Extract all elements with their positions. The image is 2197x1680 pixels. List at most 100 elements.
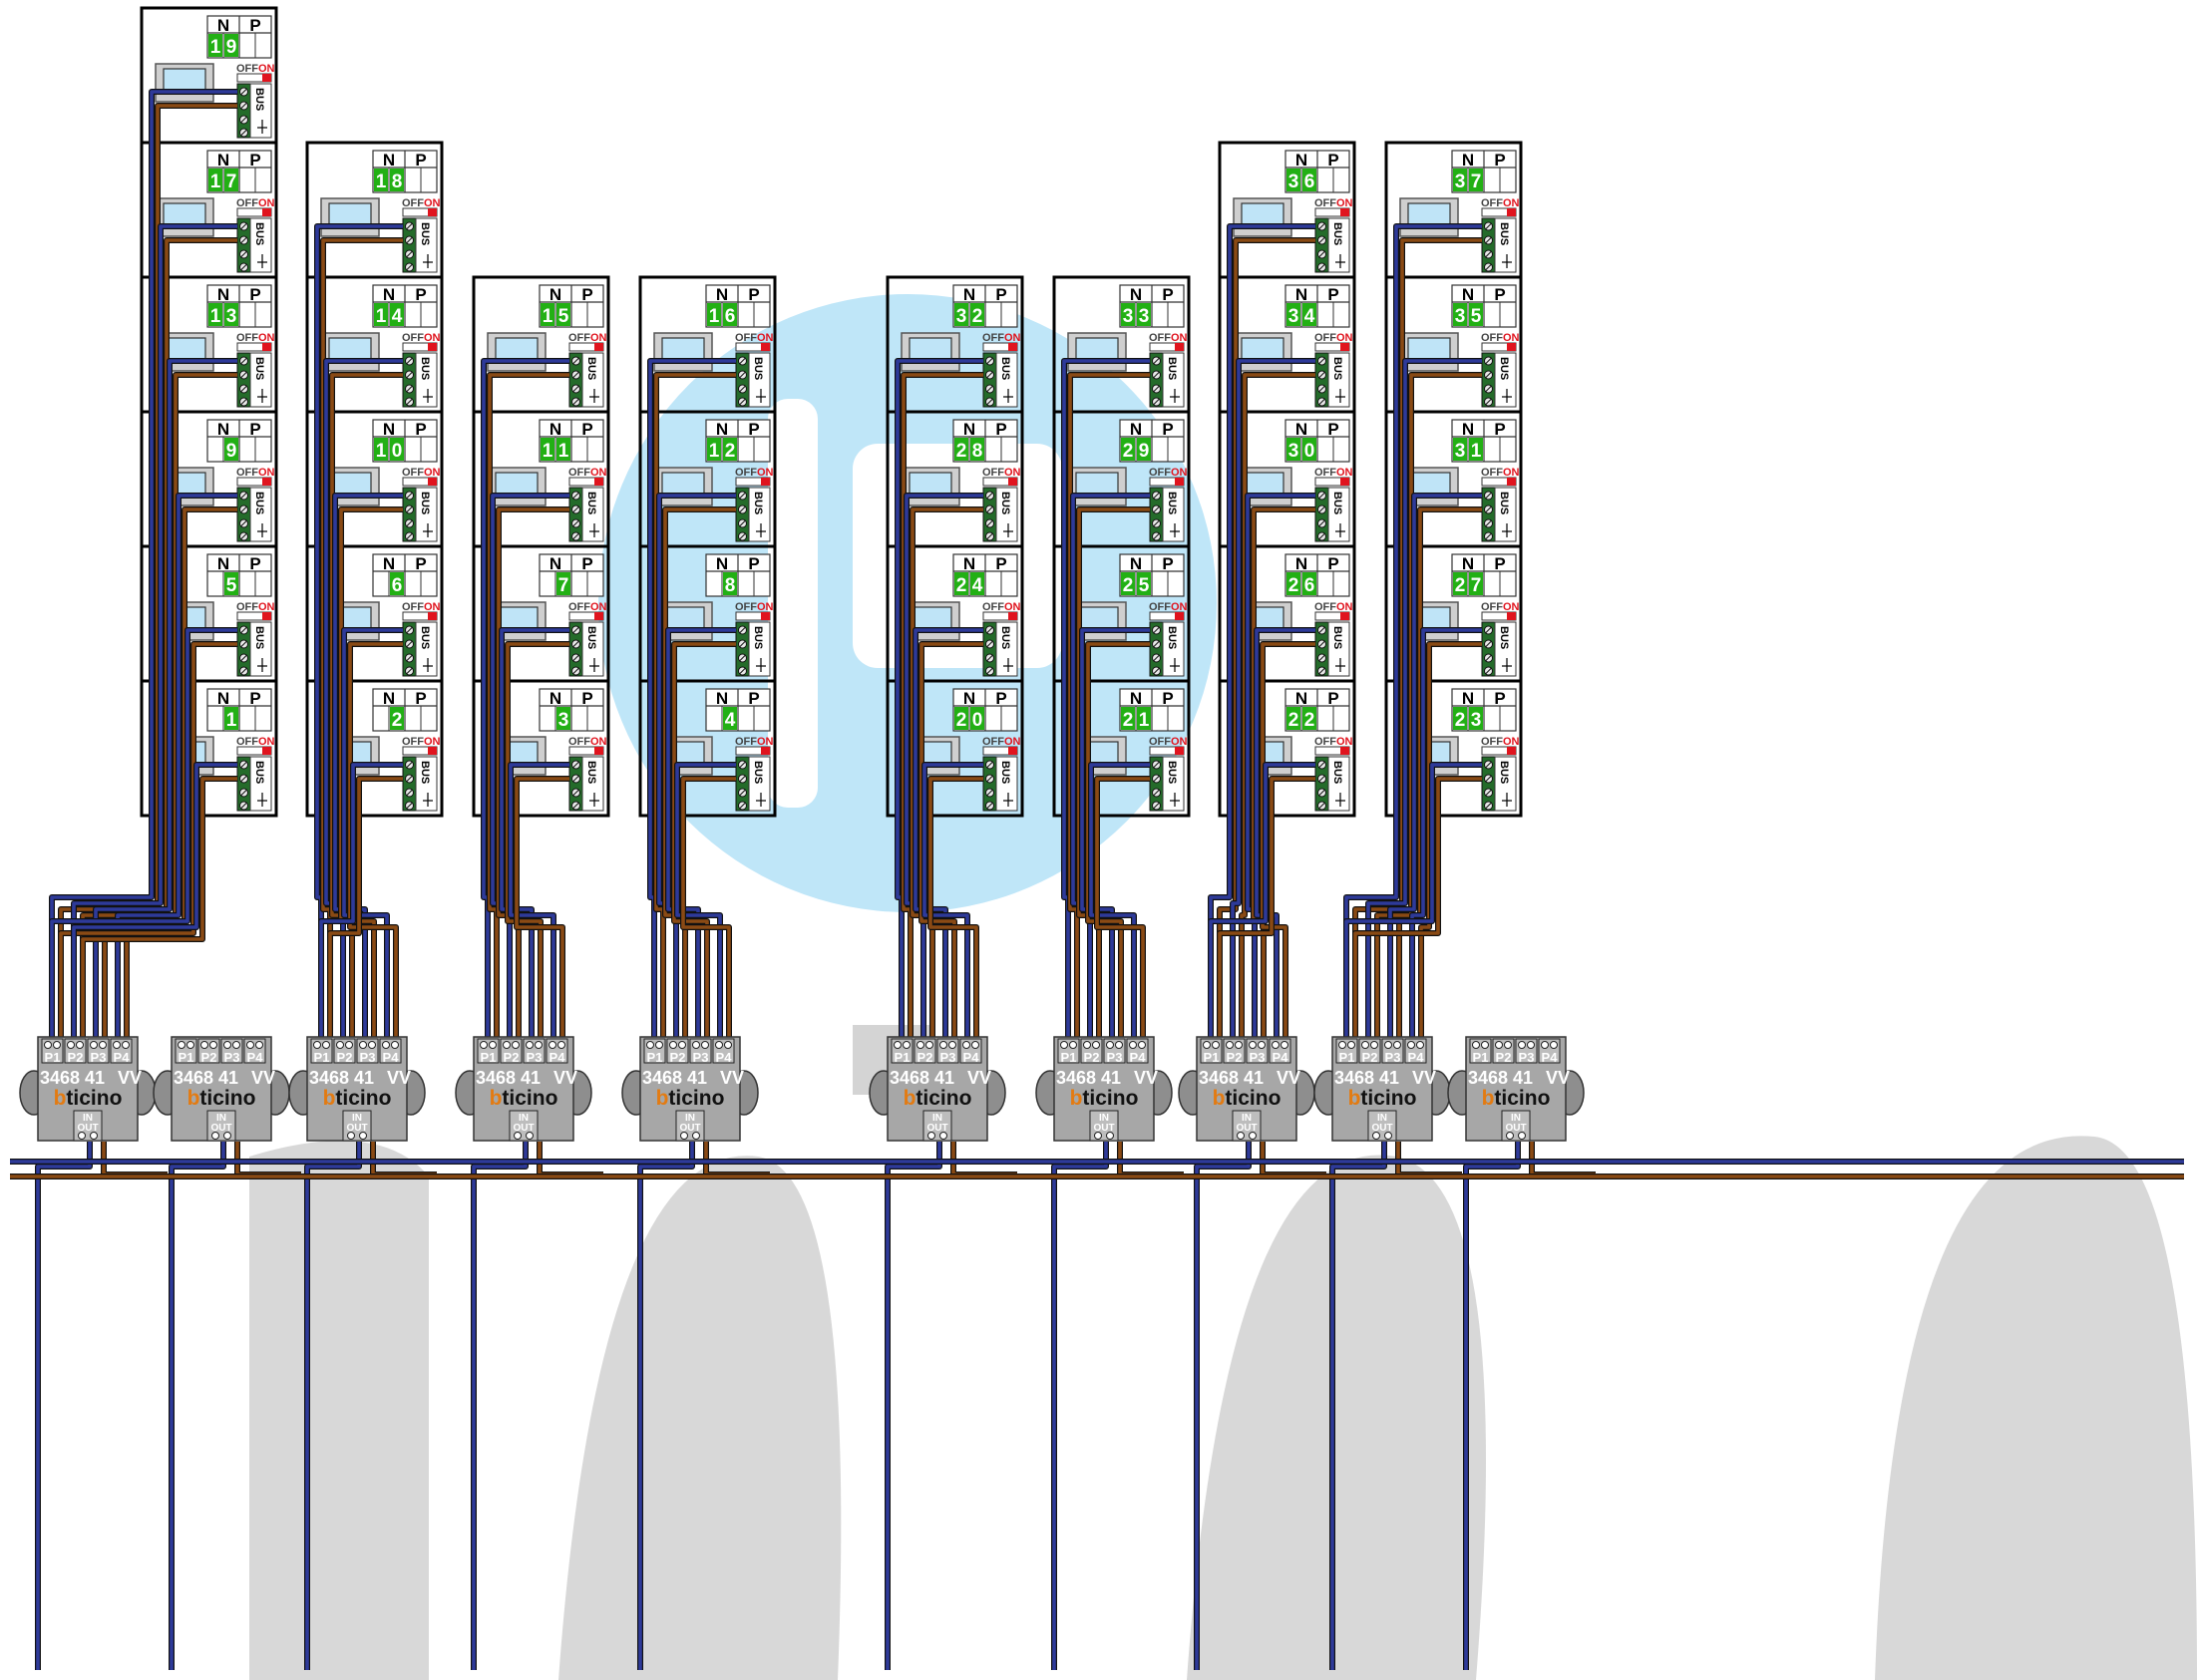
bus-wire-blue [36,1142,92,1670]
out-label: OUT [1093,1123,1114,1134]
port-label: P3 [1107,1050,1123,1065]
bticino-logo-rest: ticino [502,1087,557,1110]
address-digit: 2 [1123,441,1134,462]
off-label: OFF [402,197,424,209]
address-digit: 3 [956,306,967,327]
watermark-letter-shape [558,1156,842,1680]
port-screw [1083,1041,1091,1049]
bus-label: BUS [752,626,764,649]
bus-wire-brown [1118,1142,1184,1176]
on-label: ON [424,736,441,748]
on-label: ON [258,332,275,344]
address-digit-cell [374,438,388,461]
address-digit-cell [556,707,570,730]
port-screw [512,1041,520,1049]
port-screw [724,1041,732,1049]
module-model: 3468 41 [40,1068,105,1088]
in-label: IN [1099,1113,1109,1124]
screw-slot [1485,236,1492,244]
on-label: ON [424,197,441,209]
address-digit-cell [1469,303,1483,326]
bus-wire-blue [324,359,403,1037]
bus-wiring [10,89,2184,1670]
screw-slot [986,789,993,797]
off-label: OFF [568,601,590,613]
screw-slot [739,775,746,783]
port-screw [113,1041,121,1049]
port-label: P3 [1519,1050,1535,1065]
on-label: ON [258,601,275,613]
address-digit-cell [1286,168,1300,191]
address-digit: 2 [1304,710,1315,731]
port-label: P1 [1204,1050,1220,1065]
screw-slot [1318,222,1325,230]
port-screw [1361,1041,1369,1049]
address-digit-cell [390,438,404,461]
bus-label-box [1327,352,1350,408]
screw-slot [572,398,579,406]
in-out-screw [78,1132,86,1140]
address-digit: 3 [1288,171,1299,192]
p-label: P [995,285,1006,304]
bus-label-box [1162,621,1185,677]
module-model: 3468 41 [1334,1068,1399,1088]
bus-wire-outline [169,1142,226,1670]
bus-wire-blue [170,1142,225,1670]
bus-wire-blue [1464,1142,1520,1670]
bus-label: BUS [999,492,1011,514]
in-out-screw [680,1132,688,1140]
bus-wire-brown [330,373,403,1037]
port-screw [391,1041,399,1049]
screw-slot [406,519,413,527]
p-label: P [249,151,260,169]
address-digit: 9 [226,441,237,462]
bus-label-box [415,621,438,677]
port-screw [1407,1041,1415,1049]
port-screw [1527,1041,1535,1049]
bus-label: BUS [419,222,431,245]
bticino-logo-rest: ticino [1225,1087,1281,1110]
bticino-logo-b: b [187,1087,200,1110]
n-label: N [1130,420,1142,439]
address-digit: 1 [1139,710,1150,731]
bus-wire-brown [1086,642,1150,1037]
module-model: 3468 41 [1468,1068,1533,1088]
port-screw [232,1041,240,1049]
bticino-logo: bticino [490,1087,558,1110]
address-digit: 1 [543,441,553,462]
address-digit-cell [723,707,737,730]
off-label: OFF [1481,197,1503,209]
unit-frame [886,679,1024,818]
address-digit-cell [1469,707,1483,730]
bus-wire-blue [1071,494,1150,1037]
port-screw [678,1041,686,1049]
screw-slot [240,654,247,662]
address-digit: 2 [972,306,983,327]
port-label: P2 [917,1050,933,1065]
screw-slot [572,640,579,648]
bus-wire-blue [1246,494,1315,1037]
address-digit-cell [723,438,737,461]
bus-label-box [748,487,771,542]
screw-slot [240,789,247,797]
address-digit-cell [390,707,404,730]
address-digit: 6 [1304,171,1315,192]
bticino-logo-b: b [1070,1087,1083,1110]
address-digit: 8 [725,575,736,596]
address-digit: 3 [226,306,237,327]
p-label: P [581,420,592,439]
in-label: IN [1511,1113,1521,1124]
module-vv: VV [1134,1068,1158,1088]
on-label: ON [1004,736,1021,748]
p-label: P [1162,554,1173,573]
screw-slot [1153,371,1160,379]
port-screw [1495,1041,1503,1049]
bus-label: BUS [1498,222,1510,245]
address-digit: 2 [956,710,967,731]
bus-label: BUS [1166,357,1178,380]
out-label: OUT [1371,1123,1392,1134]
